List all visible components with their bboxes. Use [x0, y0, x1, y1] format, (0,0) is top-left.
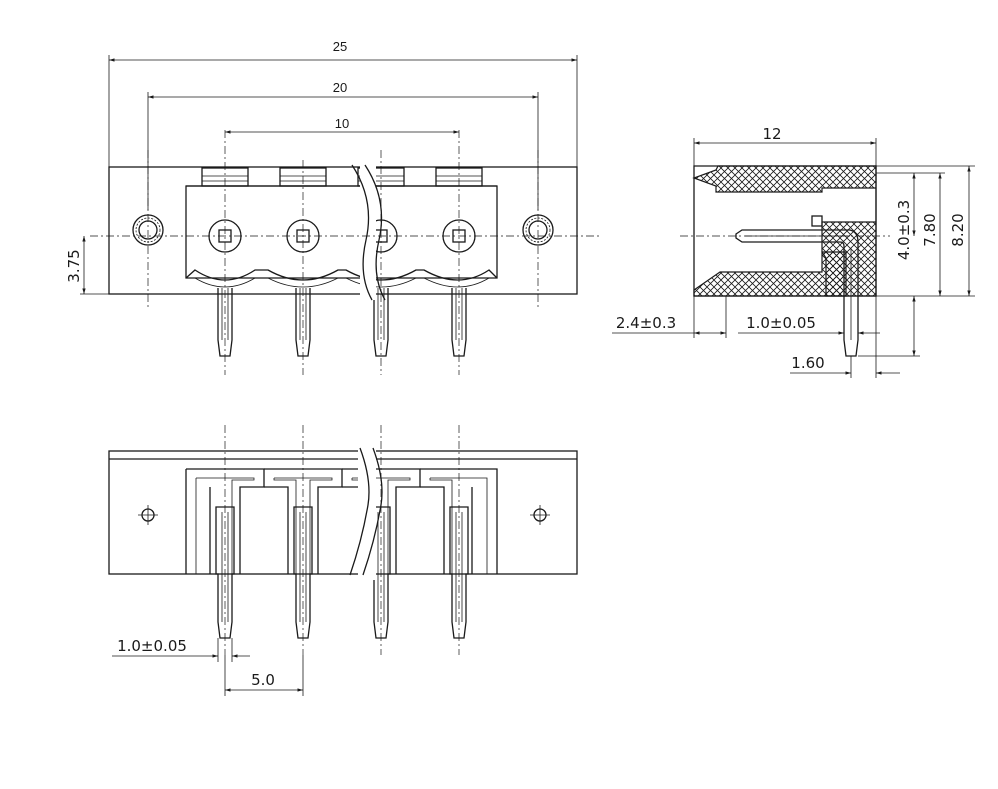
dim-side-verticals: 4.0±0.3 7.80 8.20 [858, 165, 975, 357]
bottom-view: 1.0±0.05 5.0 [108, 425, 578, 696]
dim-label-10: 10 [335, 116, 349, 131]
bottom-break-line [349, 445, 383, 580]
dim-side-depth: 12 [693, 125, 877, 166]
dim-bottom-pitch: 5.0 [224, 655, 304, 696]
dim-label-7-80: 7.80 [921, 213, 939, 246]
dim-label-2-4: 2.4±0.3 [616, 314, 676, 332]
dim-label-bottom-1-0: 1.0±0.05 [117, 637, 187, 655]
dim-front-mount-span: 20 [147, 80, 539, 210]
dim-front-overall: 25 [108, 39, 578, 167]
front-pins [217, 288, 467, 357]
side-pin [735, 229, 859, 357]
front-scallops [185, 269, 498, 281]
bottom-pins [215, 506, 469, 639]
dim-front-height: 3.75 [65, 236, 109, 295]
dim-label-3-75: 3.75 [65, 249, 83, 282]
side-body-lower [693, 251, 847, 297]
dim-label-5-0: 5.0 [251, 671, 275, 689]
bottom-centerlines [224, 425, 460, 655]
front-flange-outline [108, 166, 578, 295]
dim-label-1-60: 1.60 [791, 354, 824, 372]
dim-label-8-20: 8.20 [949, 213, 967, 246]
dim-label-12: 12 [762, 125, 781, 143]
bottom-flange-outline [108, 450, 578, 575]
dim-label-25: 25 [333, 39, 347, 54]
front-centerlines [90, 130, 600, 375]
dim-side-horizontals: 2.4±0.3 1.0±0.05 1.60 [612, 296, 900, 378]
front-top-latches [186, 167, 497, 187]
front-mounting-holes [132, 214, 554, 246]
front-break-line [351, 160, 386, 301]
front-view: 25 20 10 3.75 [65, 39, 600, 375]
dim-label-4-0: 4.0±0.3 [895, 200, 913, 260]
dim-label-20: 20 [333, 80, 347, 95]
front-housing-outline [185, 185, 498, 279]
side-view: 12 4.0±0.3 7.80 8.20 2.4±0.3 1.0±0.05 [612, 125, 975, 378]
dim-label-side-1-0: 1.0±0.05 [746, 314, 816, 332]
dim-bottom-pin-thickness: 1.0±0.05 [112, 637, 250, 662]
bottom-mounting-marks [138, 505, 550, 525]
dim-front-pin-span: 10 [225, 116, 459, 134]
